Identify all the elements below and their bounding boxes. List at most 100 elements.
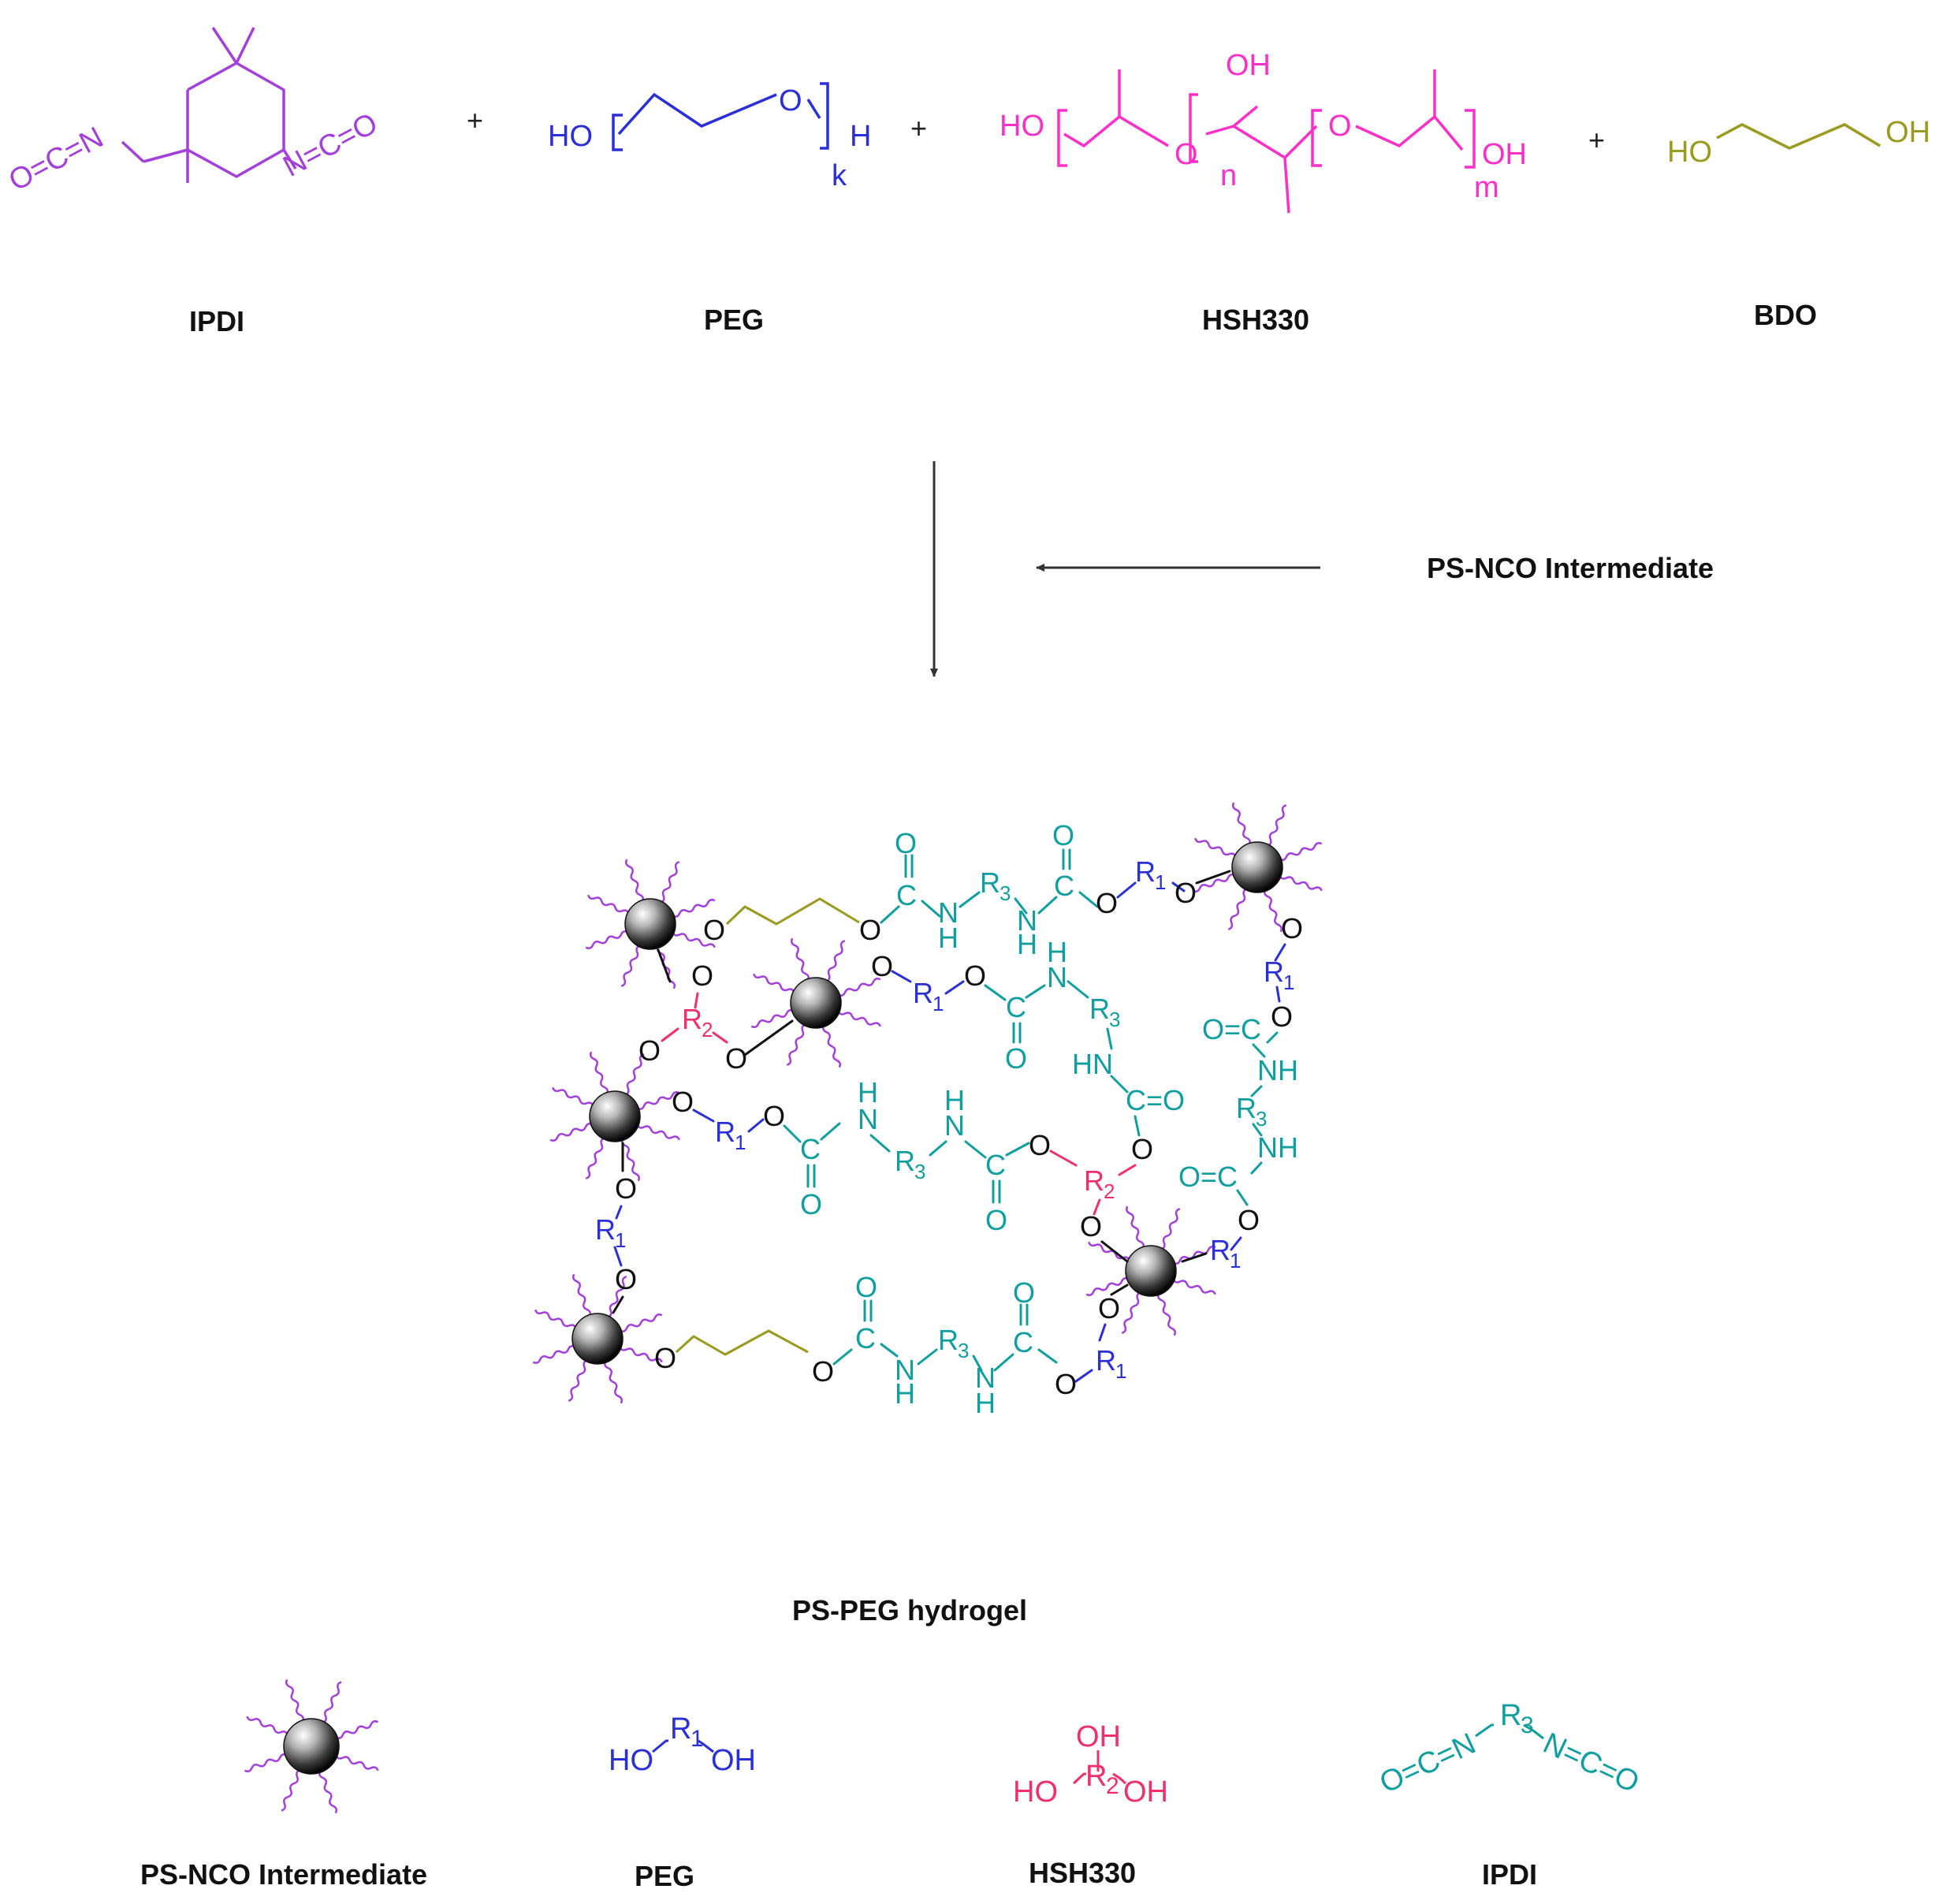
- oxygen-atom: O: [763, 1100, 785, 1132]
- squiggle-arm: [532, 1345, 576, 1364]
- squiggle-arm: [246, 1716, 289, 1736]
- oxygen-atom: O: [1271, 1000, 1293, 1033]
- bdo-ho-text: HO: [1667, 136, 1712, 169]
- bond: [1093, 1198, 1101, 1216]
- bond: [1230, 1236, 1242, 1251]
- nitrogen-atom: N: [895, 1354, 915, 1386]
- ps-nco-particle: [750, 937, 881, 1068]
- r-group-label: R: [1264, 956, 1284, 988]
- squiggle-arm: [552, 1086, 594, 1107]
- r-group-label: R: [895, 1145, 915, 1177]
- squiggle-arm: [625, 859, 644, 903]
- r-group-label: R: [980, 866, 1000, 899]
- r-group-label-subscript: 2: [702, 1018, 713, 1041]
- sphere-body: [571, 1313, 624, 1365]
- hsh330-oh-end-text: OH: [1482, 138, 1527, 171]
- hsh330-n-text: n: [1220, 159, 1237, 192]
- bond: [1074, 1369, 1093, 1383]
- oxygen-atom: O: [859, 914, 881, 946]
- bdo-structure: [1716, 123, 1881, 150]
- ipdi-structure: [121, 27, 297, 183]
- bond: [1181, 1252, 1208, 1263]
- hydrogen-atom: H: [975, 1387, 996, 1419]
- r-group-label: R: [938, 1324, 959, 1356]
- squiggle-arm: [334, 1754, 379, 1772]
- squiggle-arm: [534, 1309, 577, 1329]
- nitrogen-atom: N: [1017, 904, 1037, 937]
- squiggle-arm: [335, 1720, 379, 1739]
- bond: [959, 891, 981, 908]
- bond: [972, 1354, 983, 1372]
- hydrogen-atom: H: [1047, 936, 1067, 968]
- bond: [612, 1295, 624, 1314]
- bond: [657, 948, 672, 983]
- ipdi-ring: [186, 61, 285, 178]
- legend-peg-label: PEG: [635, 1860, 694, 1892]
- squiggle-arm: [753, 973, 795, 993]
- squiggle-arm: [1279, 874, 1323, 892]
- bond: [1134, 1115, 1141, 1137]
- bdo-oh-text: OH: [1886, 116, 1930, 149]
- oxygen-atom: O: [1175, 877, 1197, 909]
- sphere-body: [1231, 841, 1283, 893]
- oxygen-atom: O: [1131, 1133, 1153, 1165]
- r-group-label-subscript: 3: [1000, 881, 1011, 905]
- squiggle-arm: [624, 1053, 645, 1096]
- bond: [661, 1027, 679, 1042]
- peg-label: PEG: [704, 304, 764, 336]
- squiggle-arm: [1194, 837, 1237, 858]
- bond: [1049, 1149, 1078, 1167]
- bond: [1005, 1142, 1030, 1157]
- squiggle-arm: [750, 1009, 795, 1028]
- legend-peg-ho-text: HO: [609, 1744, 653, 1777]
- oxygen-atom: O: [672, 1086, 694, 1118]
- ps-nco-particle: [549, 1051, 680, 1182]
- bond: [1171, 881, 1186, 892]
- r-group-label-subscript: 3: [914, 1160, 925, 1183]
- squiggle-arm: [672, 899, 716, 918]
- bdo-label: BDO: [1754, 299, 1817, 331]
- squiggle-arm: [660, 861, 680, 904]
- bond: [615, 1205, 623, 1220]
- oxygen-atom: O: [1281, 912, 1303, 945]
- bond: [1110, 1075, 1129, 1094]
- r-group-label-subscript: 1: [933, 992, 944, 1015]
- oxygen-atom: O: [1005, 1042, 1027, 1075]
- squiggle-arm: [1157, 1292, 1176, 1336]
- r-group-label: R: [1135, 855, 1156, 888]
- bond: [880, 1343, 899, 1358]
- bond: [1014, 897, 1028, 915]
- ps-nco-particle: [532, 1273, 663, 1404]
- squiggle-arm: [620, 945, 641, 987]
- hsh330-m-text: m: [1474, 171, 1499, 204]
- oxygen-atom: O: [1052, 819, 1074, 851]
- bond: [1078, 891, 1099, 908]
- bond: [1252, 1123, 1263, 1137]
- r-group-label: R: [682, 1003, 702, 1035]
- bond: [1250, 1085, 1263, 1097]
- bond: [1106, 1027, 1113, 1050]
- plus-sign-3: +: [1588, 124, 1605, 156]
- r-group-label-subscript: 1: [1230, 1249, 1241, 1272]
- squiggle-arm: [636, 1123, 680, 1141]
- squiggle-arm: [1085, 1277, 1130, 1296]
- peg-h-text: H: [850, 120, 871, 153]
- bond: [1236, 1189, 1249, 1206]
- squiggle-arm: [1264, 889, 1282, 933]
- r-group-label: R: [913, 977, 933, 1009]
- bond: [743, 1019, 794, 1056]
- legend-hsh330-oh-text: OH: [1123, 1775, 1168, 1809]
- bond: [993, 1353, 1014, 1372]
- squiggle-arm: [619, 1346, 663, 1363]
- legend-ipdi-structure: [1475, 1723, 1544, 1740]
- hsh330-structure: [1057, 69, 1476, 214]
- bond: [1037, 896, 1058, 915]
- legend-hsh330-r-text: R: [1085, 1760, 1107, 1793]
- oxygen-atom: O: [985, 1204, 1007, 1236]
- r-group-label-subscript: 1: [615, 1228, 626, 1252]
- oxygen-atom: O: [1098, 1292, 1120, 1325]
- hsh330-o1-text: O: [1175, 138, 1198, 171]
- r-group-label: R: [595, 1213, 616, 1246]
- squiggle-arm: [607, 1276, 627, 1318]
